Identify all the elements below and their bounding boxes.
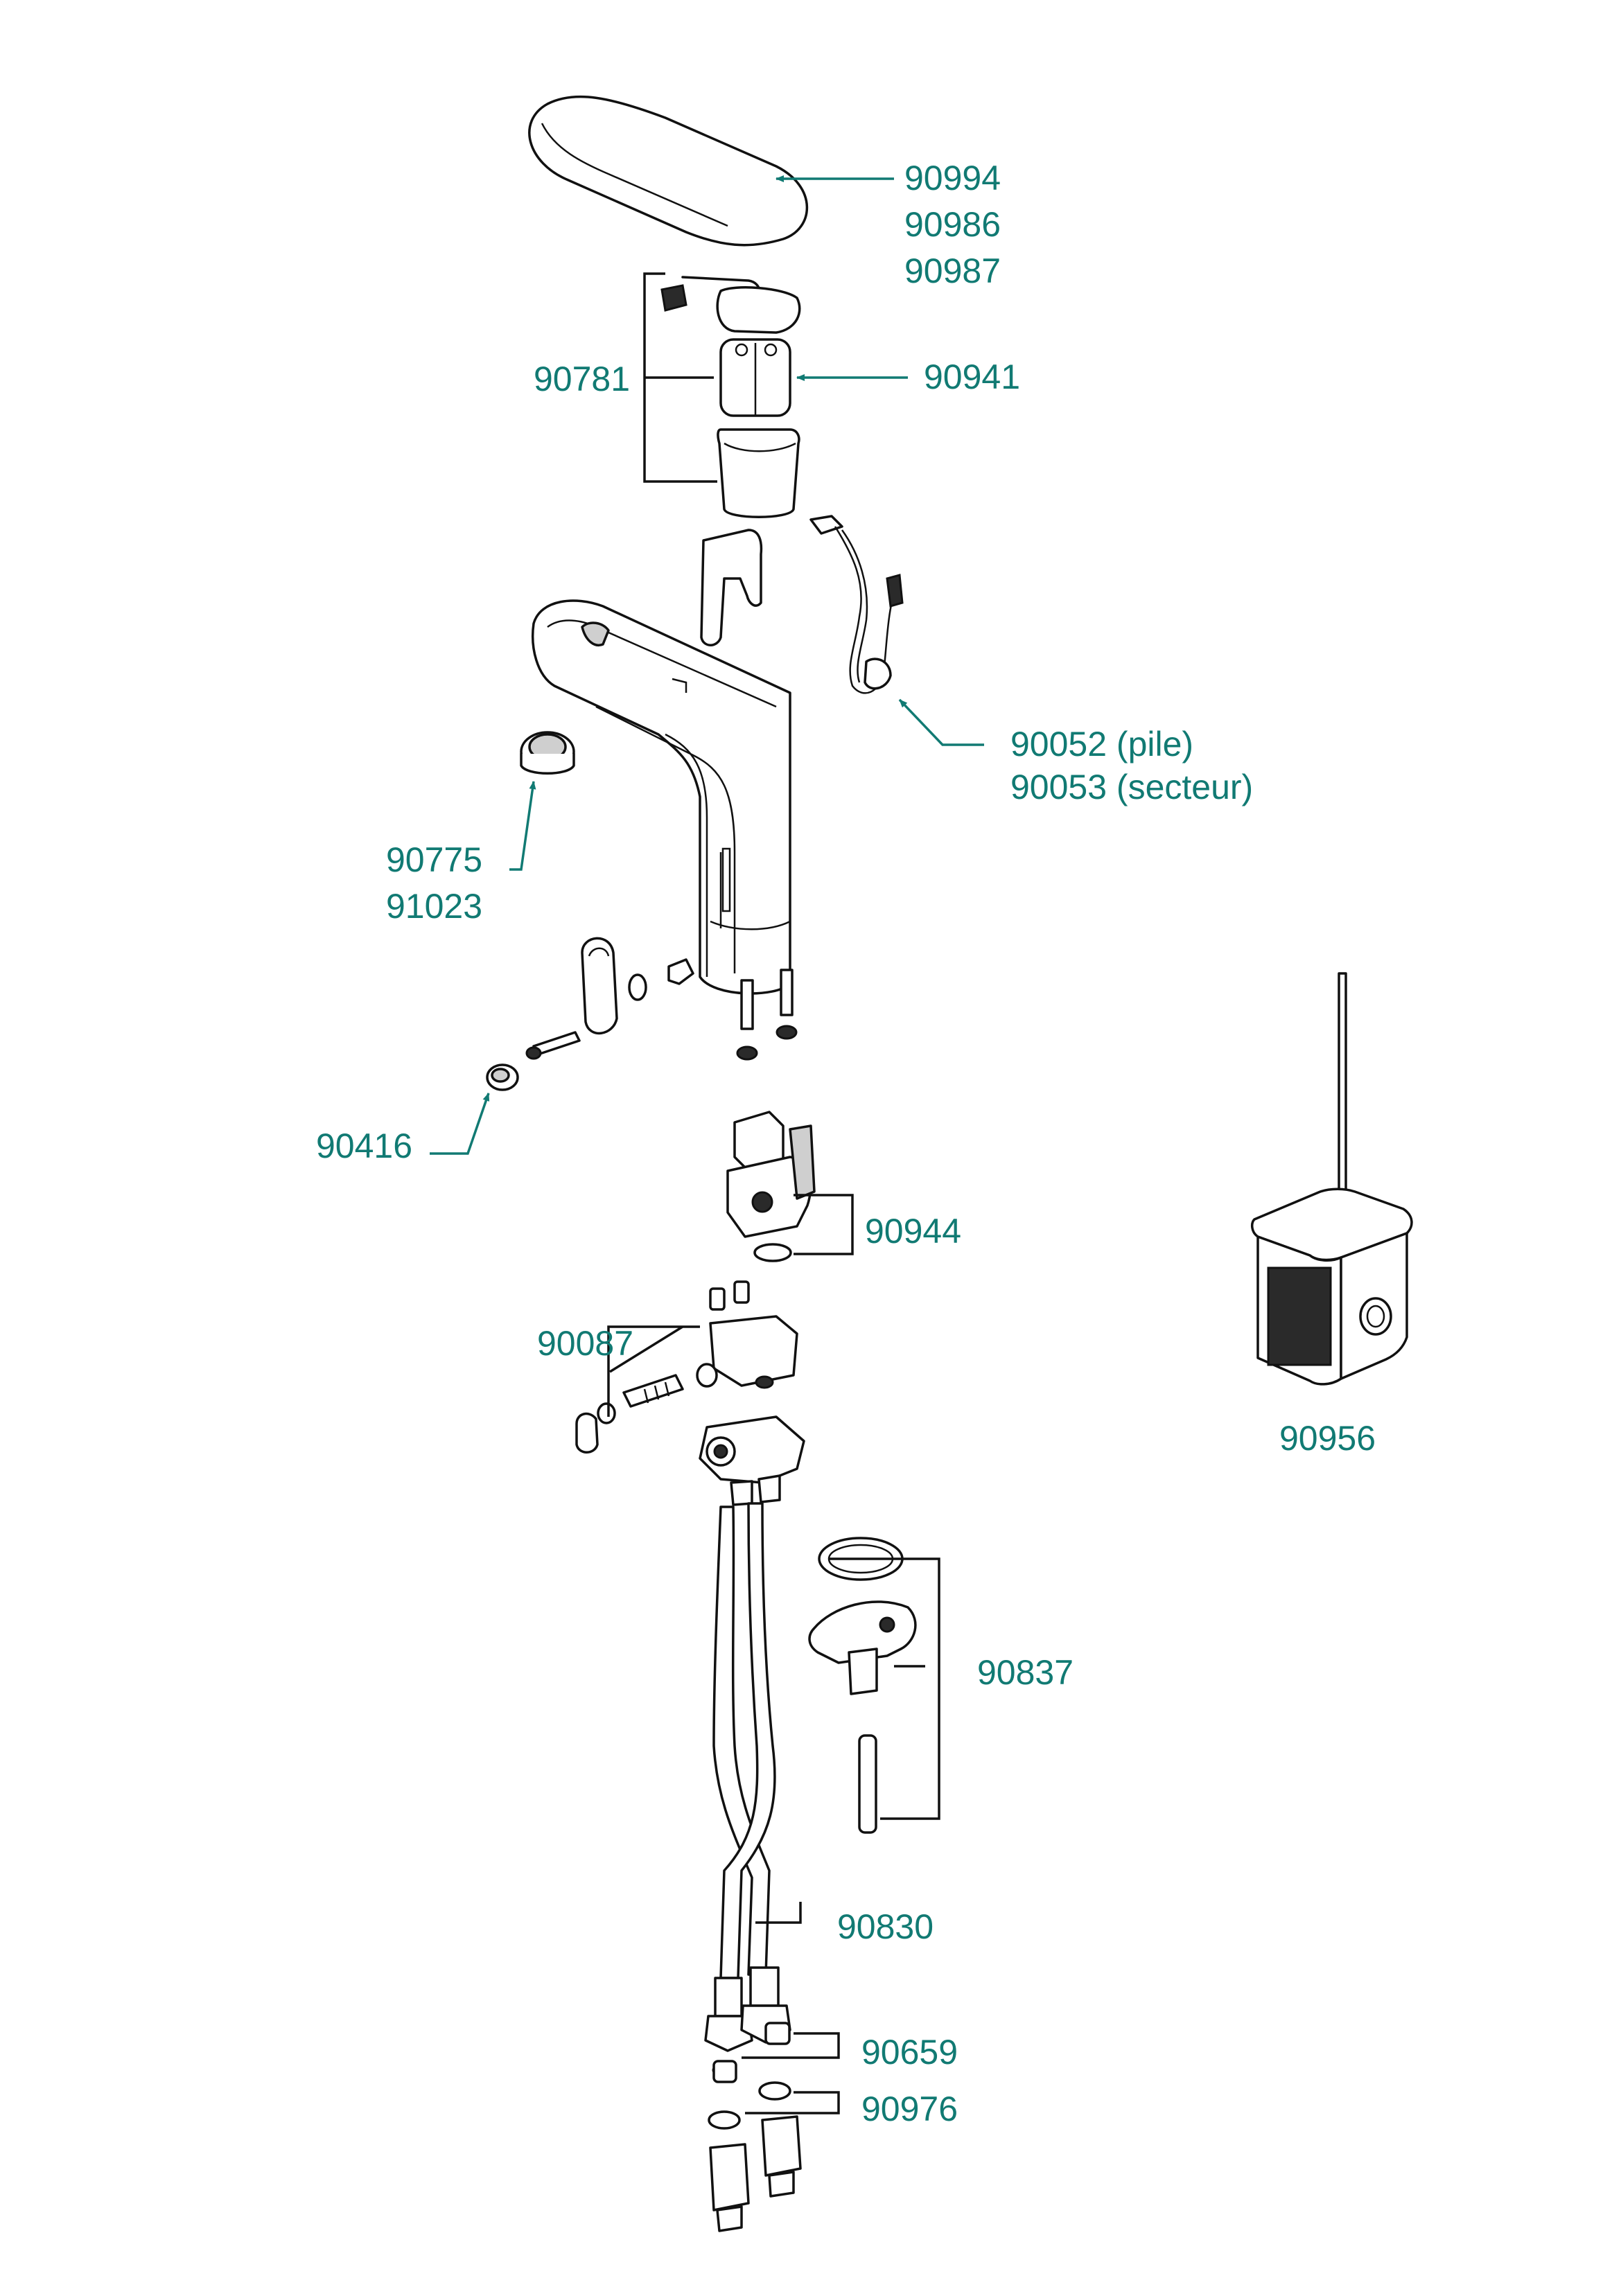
part-number-90956: 90956 [1279,1419,1376,1458]
battery-assembly [660,276,801,518]
part-number-90052: 90052 (pile) [1010,725,1194,763]
cartridge-kit [808,1537,917,1834]
lever-and-screws [486,937,798,1091]
flexible-hoses [704,1502,791,2052]
sensor-cable [809,515,904,694]
leader-lines [430,175,984,1155]
part-number-91023: 91023 [386,887,483,926]
part-number-90087: 90087 [537,1324,634,1363]
part-number-90976: 90976 [861,2090,958,2128]
arrow-head-icon [509,781,536,871]
part-number-90659: 90659 [861,2033,958,2072]
mounting-bracket [700,529,763,646]
part-number-90986: 90986 [904,205,1001,244]
part-number-90781: 90781 [534,360,631,398]
part-number-90053: 90053 (secteur) [1010,768,1254,806]
part-number-90416: 90416 [316,1127,413,1165]
part-number-90941: 90941 [924,357,1021,396]
part-number-90987: 90987 [904,251,1001,290]
part-number-90775: 90775 [386,840,483,879]
solenoid-valve [726,1111,816,1262]
part-number-90994: 90994 [904,159,1001,197]
part-number-90830: 90830 [837,1907,934,1946]
compression-fittings [708,2022,802,2232]
cover-plate [528,95,809,247]
arrow-head-icon [430,1093,490,1155]
arrow-head-icon [898,698,984,746]
faucet-body [532,599,791,995]
group-brackets [607,272,940,2114]
part-number-90944: 90944 [865,1212,962,1251]
push-button-cap [520,731,575,775]
part-number-90837: 90837 [977,1653,1074,1692]
control-box [1250,972,1413,1386]
mixer-block [575,1280,805,1506]
